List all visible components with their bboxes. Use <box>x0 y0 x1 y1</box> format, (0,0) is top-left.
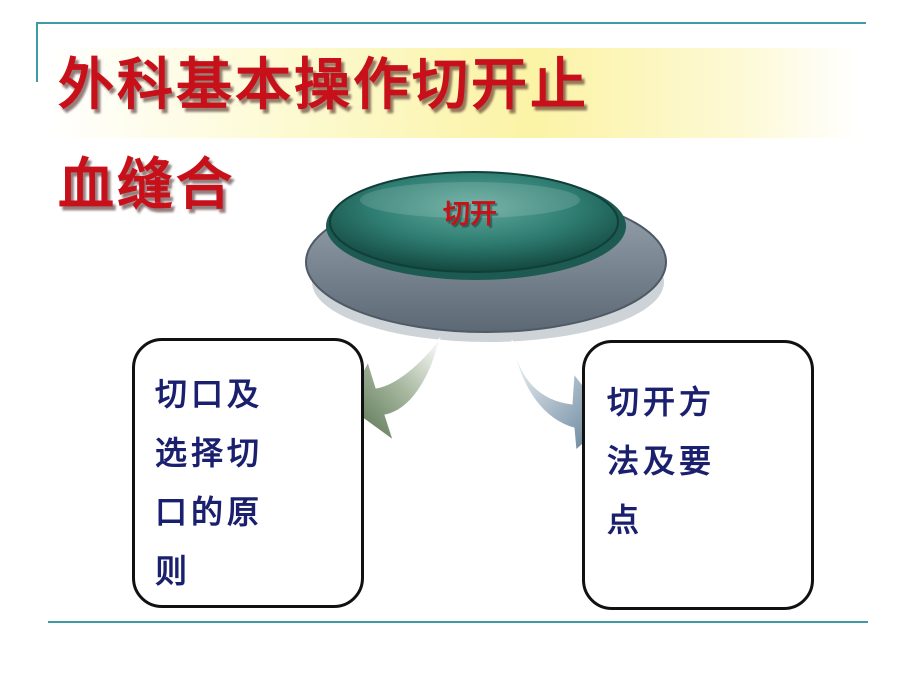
center-node-label: 切开 <box>443 199 497 230</box>
left-topic-text: 切口及 选择切 口的原 则 <box>155 375 264 590</box>
center-node <box>305 171 667 342</box>
slide-title-line-1: 外科基本操作切开止 <box>58 53 589 118</box>
frame-top-rule <box>36 22 866 24</box>
frame-bottom-rule <box>48 621 868 623</box>
left-topic-box: 切口及 选择切 口的原 则 <box>132 338 364 608</box>
title-highlight-band <box>48 48 858 138</box>
right-topic-text: 切开方 法及要 点 <box>607 383 716 539</box>
center-node-highlight <box>360 182 580 218</box>
left-branch-arrow <box>344 337 441 442</box>
right-topic-box: 切开方 法及要 点 <box>582 340 814 610</box>
slide-title-line-2: 血缝合 <box>58 153 235 218</box>
center-node-top <box>329 171 619 273</box>
frame-left-rule <box>36 22 38 82</box>
